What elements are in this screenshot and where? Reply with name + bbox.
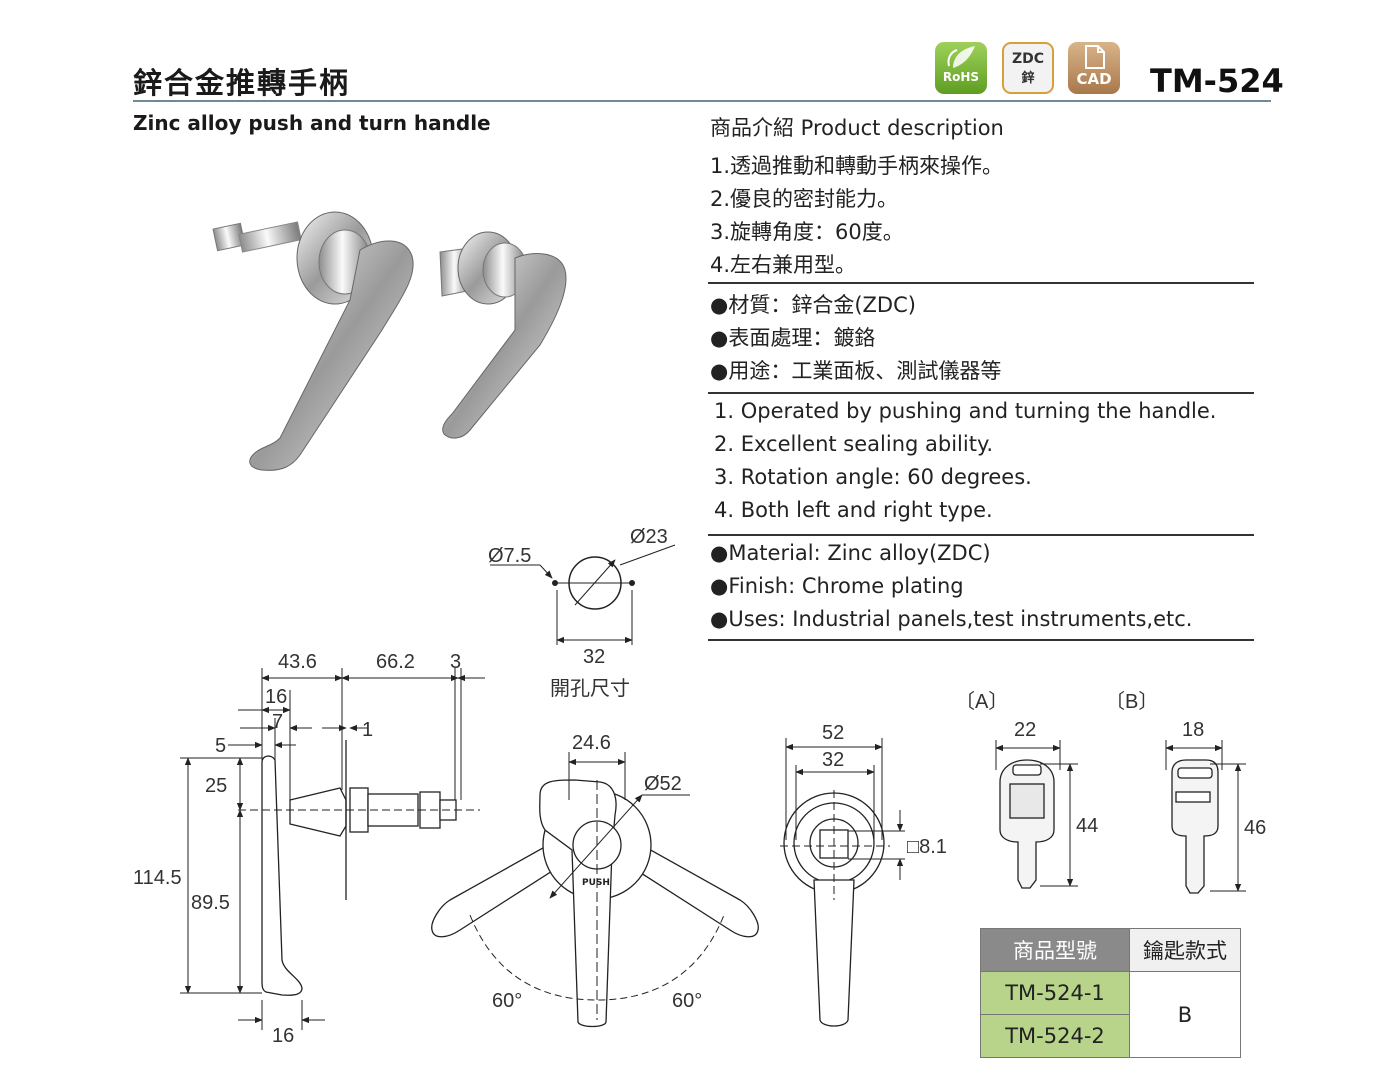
- zdc-sublabel: 鋅: [1021, 71, 1035, 86]
- key-a-drawing: [995, 740, 1078, 889]
- table-row: TM-524-1 B: [980, 971, 1241, 1058]
- page-title: 鋅合金推轉手柄: [133, 66, 351, 100]
- angle-left: 60°: [492, 990, 522, 1012]
- dim-25: 25: [205, 775, 227, 797]
- key-a-label: 〔A〕: [955, 690, 1008, 713]
- back-square: □8.1: [907, 836, 947, 858]
- divider: [708, 639, 1254, 641]
- en-feature-1: 1. Operated by pushing and turning the h…: [714, 399, 1217, 423]
- cutout-width: 32: [583, 646, 605, 668]
- front-diameter: Ø52: [644, 773, 682, 795]
- product-photo: [212, 211, 567, 471]
- cn-feature-4: 4.左右兼用型。: [710, 253, 857, 277]
- key-b-label: 〔B〕: [1105, 690, 1158, 713]
- divider: [708, 534, 1254, 536]
- en-feature-4: 4. Both left and right type.: [714, 498, 993, 522]
- cn-feature-1: 1.透過推動和轉動手柄來操作。: [710, 154, 1004, 178]
- cutout-small-diameter: Ø7.5: [488, 545, 531, 567]
- key-b-width: 18: [1182, 719, 1204, 741]
- cad-icon: CAD: [1068, 42, 1120, 94]
- rohs-label: RoHS: [942, 70, 980, 84]
- cad-label: CAD: [1076, 70, 1112, 88]
- key-a-width: 22: [1014, 719, 1036, 741]
- header-divider: [133, 100, 1271, 102]
- cutout-caption: 開孔尺寸: [550, 677, 630, 700]
- cn-feature-3: 3.旋轉角度：60度。: [710, 220, 904, 244]
- dim-16-bottom: 16: [272, 1025, 294, 1047]
- dim-16-top: 16: [265, 686, 287, 708]
- key-a-height: 44: [1076, 815, 1098, 837]
- key-b-drawing: [1165, 740, 1246, 894]
- dim-7: 7: [272, 711, 283, 733]
- cn-spec-material: ●材質：鋅合金(ZDC): [710, 293, 916, 317]
- table-cell-key-type: B: [1129, 971, 1241, 1058]
- table-cell-model: TM-524-1: [980, 971, 1130, 1015]
- en-feature-2: 2. Excellent sealing ability.: [714, 432, 994, 456]
- en-spec-material: ●Material: Zinc alloy(ZDC): [710, 541, 991, 565]
- description-heading: 商品介紹 Product description: [710, 116, 1004, 140]
- key-b-height: 46: [1244, 817, 1266, 839]
- side-view: [180, 668, 485, 1030]
- dim-89-5: 89.5: [191, 892, 230, 914]
- push-label: PUSH: [582, 878, 610, 888]
- dim-66-2: 66.2: [376, 651, 415, 673]
- table-header-key-type: 鑰匙款式: [1129, 928, 1241, 972]
- front-width: 24.6: [572, 732, 611, 754]
- table-row: TM-524-2: [980, 1014, 1241, 1058]
- zdc-label: ZDC: [1011, 51, 1045, 67]
- dim-5: 5: [215, 735, 226, 757]
- page-subtitle: Zinc alloy push and turn handle: [133, 111, 491, 135]
- cutout-diagram: Ø7.5 Ø23 32 開孔尺寸: [488, 526, 676, 700]
- cn-spec-finish: ●表面處理：鍍鉻: [710, 326, 876, 350]
- model-number: TM-524: [1150, 62, 1284, 100]
- back-view: [780, 738, 905, 1027]
- rohs-icon: RoHS: [935, 42, 987, 94]
- zdc-icon: ZDC 鋅: [1002, 42, 1054, 94]
- cutout-large-diameter: Ø23: [630, 526, 668, 548]
- cn-feature-2: 2.優良的密封能力。: [710, 187, 899, 211]
- front-view: [431, 752, 759, 1028]
- table-header-model: 商品型號: [980, 928, 1130, 972]
- angle-right: 60°: [672, 990, 702, 1012]
- divider: [708, 282, 1254, 284]
- en-feature-3: 3. Rotation angle: 60 degrees.: [714, 465, 1032, 489]
- dim-3: 3: [450, 651, 461, 673]
- back-dim-52: 52: [822, 722, 844, 744]
- divider: [708, 392, 1254, 394]
- model-key-table: 商品型號 鑰匙款式 TM-524-1 B TM-524-2: [980, 928, 1241, 1058]
- table-header-row: 商品型號 鑰匙款式: [980, 928, 1241, 972]
- dim-1: 1: [362, 719, 373, 741]
- en-spec-finish: ●Finish: Chrome plating: [710, 574, 964, 598]
- dim-114-5: 114.5: [133, 867, 182, 889]
- cn-spec-uses: ●用途：工業面板、測試儀器等: [710, 359, 1002, 383]
- en-spec-uses: ●Uses: Industrial panels,test instrument…: [710, 607, 1193, 631]
- back-dim-32: 32: [822, 749, 844, 771]
- table-cell-model: TM-524-2: [980, 1014, 1130, 1058]
- dim-43-6: 43.6: [278, 651, 317, 673]
